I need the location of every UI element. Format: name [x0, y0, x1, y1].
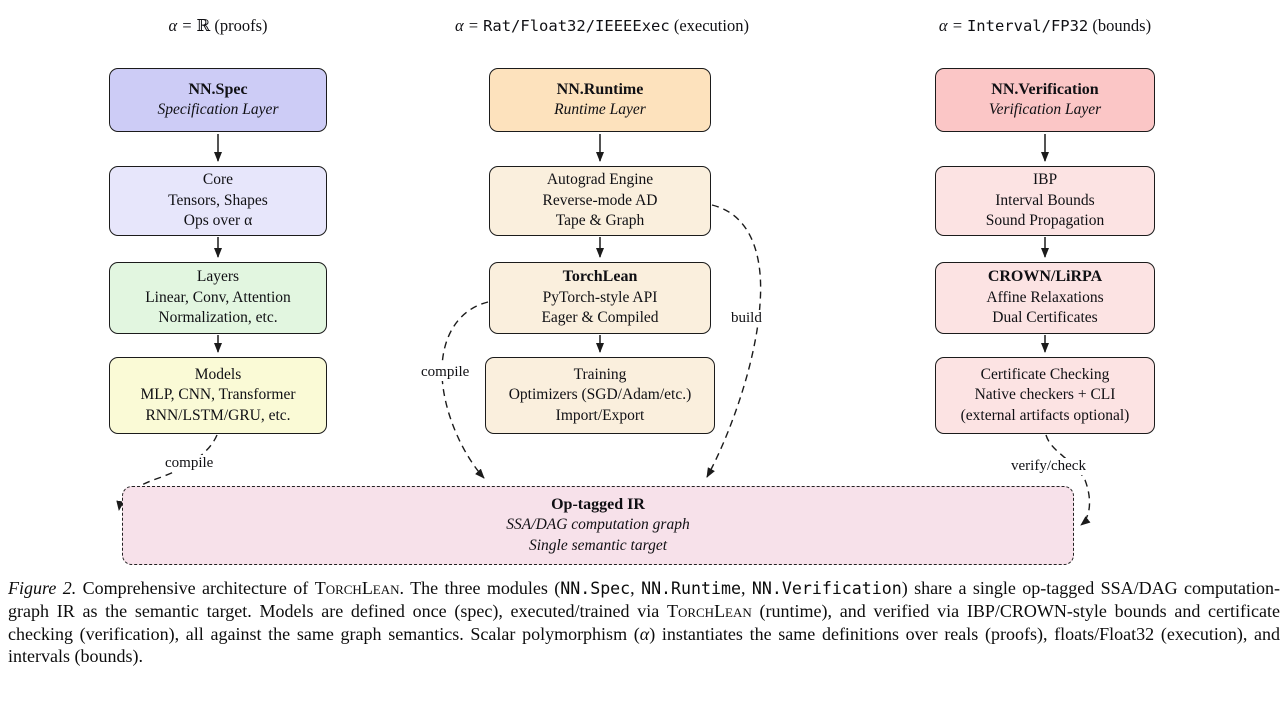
box-crown-lirpa: CROWN/LiRPA Affine Relaxations Dual Cert…: [935, 262, 1155, 334]
box-certificate-checking: Certificate Checking Native checkers + C…: [935, 357, 1155, 434]
caption-text: (runtime), and verified via IBP/CROWN-st…: [8, 601, 1281, 644]
caption-torchlean: TorchLean: [666, 601, 752, 622]
box-op-tagged-ir: Op-tagged IR SSA/DAG computation graph S…: [122, 486, 1074, 565]
box-line: Interval Bounds: [995, 191, 1095, 209]
box-line: Ops over α: [183, 212, 253, 230]
box-line: Single semantic target: [528, 536, 668, 554]
caption-figure-number: Figure 2.: [8, 578, 77, 598]
box-line: Reverse-mode AD: [542, 191, 658, 209]
box-layers: Layers Linear, Conv, Attention Normaliza…: [109, 262, 327, 334]
box-line: Affine Relaxations: [986, 288, 1104, 306]
box-title: NN.Runtime: [556, 80, 644, 98]
box-line: IBP: [1032, 171, 1058, 189]
edge-label-compile-torchlean: compile: [418, 364, 473, 381]
header-note: (execution): [669, 16, 749, 35]
caption-text: Comprehensive architecture of: [76, 578, 315, 598]
caption-text: ) instantiates the same definitions over…: [8, 623, 1280, 666]
box-line: MLP, CNN, Transformer: [140, 386, 296, 404]
header-note: (proofs): [210, 16, 268, 35]
box-models: Models MLP, CNN, Transformer RNN/LSTM/GR…: [109, 357, 327, 434]
box-line: Import/Export: [555, 406, 645, 424]
type-exec: Rat/Float32/IEEEExec: [483, 17, 670, 35]
box-subtitle: Verification Layer: [988, 101, 1102, 118]
box-autograd-engine: Autograd Engine Reverse-mode AD Tape & G…: [489, 166, 711, 236]
box-line: Optimizers (SGD/Adam/etc.): [508, 386, 692, 404]
edge-label-build: build: [728, 310, 765, 327]
box-title: CROWN/LiRPA: [987, 268, 1103, 286]
box-subtitle: Specification Layer: [157, 101, 279, 118]
box-line: Training: [573, 365, 627, 383]
box-line: Certificate Checking: [980, 365, 1110, 383]
header-note: (bounds): [1088, 16, 1152, 35]
box-nn-runtime: NN.Runtime Runtime Layer: [489, 68, 711, 132]
box-line: Eager & Compiled: [541, 309, 659, 327]
box-training: Training Optimizers (SGD/Adam/etc.) Impo…: [485, 357, 715, 434]
caption-torchlean: TorchLean: [314, 578, 400, 598]
box-line: Models: [194, 365, 242, 383]
box-line: RNN/LSTM/GRU, etc.: [145, 406, 291, 424]
alpha-math: α =: [455, 16, 484, 35]
box-line: Tape & Graph: [555, 212, 645, 230]
caption-text: ,: [630, 578, 642, 598]
box-core: Core Tensors, Shapes Ops over α: [109, 166, 327, 236]
type-reals: ℝ: [196, 16, 211, 35]
box-line: Sound Propagation: [985, 212, 1105, 230]
box-title: Op-tagged IR: [551, 495, 645, 513]
box-ibp: IBP Interval Bounds Sound Propagation: [935, 166, 1155, 236]
caption-text: . The three modules (: [399, 578, 561, 598]
box-line: Native checkers + CLI: [974, 386, 1116, 404]
box-title: NN.Verification: [991, 80, 1099, 98]
box-line: Autograd Engine: [546, 171, 654, 189]
box-line: SSA/DAG computation graph: [506, 516, 690, 534]
box-nn-spec: NN.Spec Specification Layer: [109, 68, 327, 132]
box-torchlean: TorchLean PyTorch-style API Eager & Comp…: [489, 262, 711, 334]
box-line: Dual Certificates: [992, 309, 1098, 327]
caption-code-nn-runtime: NN.Runtime: [641, 579, 741, 598]
column-header-runtime: α = Rat/Float32/IEEEExec (execution): [420, 16, 784, 40]
caption-code-nn-verification: NN.Verification: [751, 579, 902, 598]
caption-text: ) share a single op-tagged SSA/DAG compu…: [8, 578, 1281, 622]
box-line: Tensors, Shapes: [168, 191, 268, 209]
caption-code-nn-spec: NN.Spec: [560, 579, 631, 598]
edge-label-compile-models: compile: [162, 455, 217, 472]
box-line: Core: [202, 171, 234, 189]
edge-label-verify-check: verify/check: [1008, 458, 1089, 475]
figure-caption: Figure 2. Comprehensive architecture of …: [8, 577, 1280, 667]
column-header-spec: α = ℝ (proofs): [58, 16, 378, 40]
box-title: TorchLean: [562, 268, 638, 286]
caption-alpha: α: [639, 623, 650, 644]
box-subtitle: Runtime Layer: [554, 101, 646, 118]
box-line: PyTorch-style API: [542, 288, 658, 306]
box-line: Layers: [196, 268, 240, 286]
type-interval: Interval/FP32: [966, 17, 1089, 35]
edge-compile-torchlean-ir: [441, 301, 489, 479]
alpha-math: α =: [938, 16, 967, 35]
box-line: Linear, Conv, Attention: [145, 288, 291, 306]
box-line: (external artifacts optional): [960, 406, 1130, 424]
caption-text: ,: [740, 578, 752, 598]
box-nn-verification: NN.Verification Verification Layer: [935, 68, 1155, 132]
column-header-bounds: α = Interval/FP32 (bounds): [878, 16, 1212, 40]
box-title: NN.Spec: [188, 80, 248, 98]
edge-build-autograd-ir: [706, 204, 762, 478]
alpha-math: α =: [168, 16, 197, 35]
box-line: Normalization, etc.: [158, 309, 278, 327]
